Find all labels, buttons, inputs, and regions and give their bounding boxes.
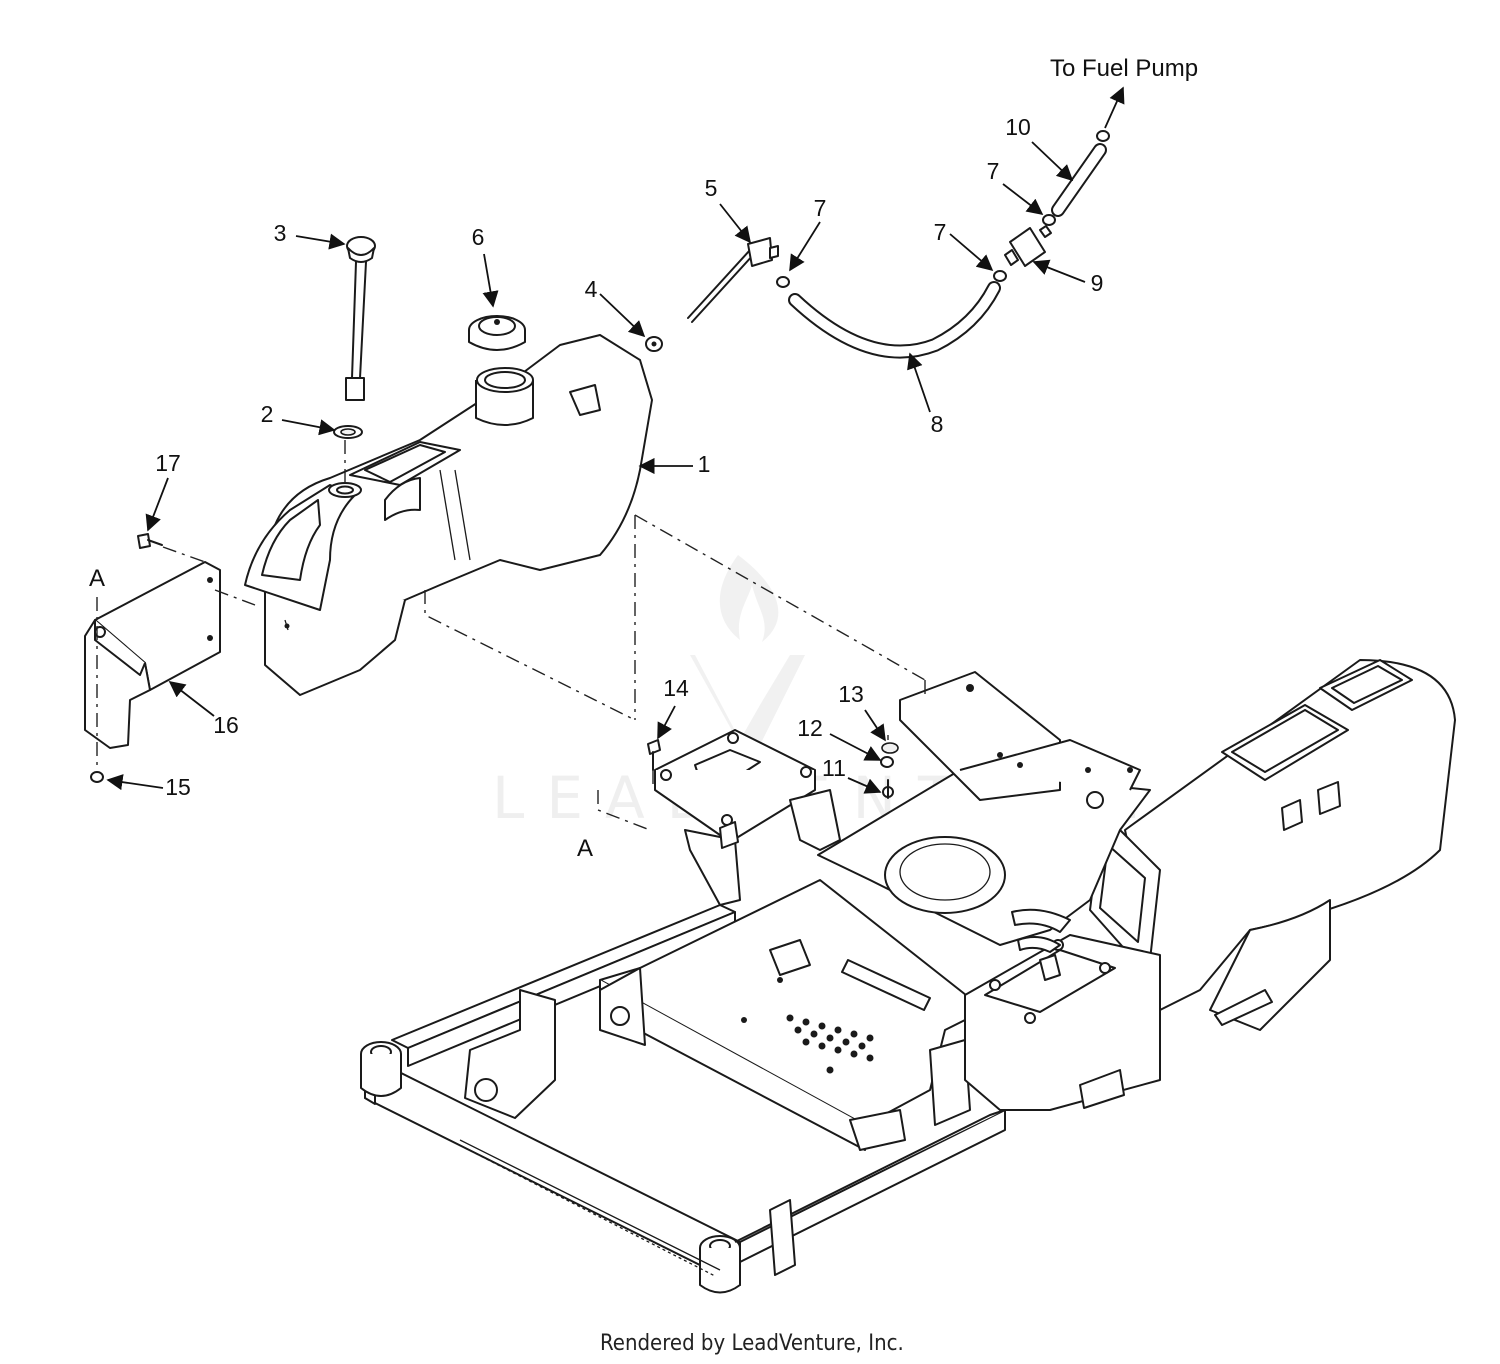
section-marks: AA: [89, 565, 593, 862]
hardware: [90, 533, 899, 799]
fuel-cap: [468, 315, 526, 351]
callout-13: 13: [838, 681, 864, 707]
section-mark-a: A: [89, 565, 105, 592]
deck-hole-pattern: [741, 977, 874, 1074]
mower-frame: [360, 879, 1006, 1294]
washer: [645, 336, 663, 352]
callout-5: 5: [705, 175, 718, 201]
callout-15: 15: [165, 774, 191, 800]
callout-7: 7: [987, 158, 1000, 184]
rendered-by-footer: Rendered by LeadVenture, Inc.: [600, 1331, 904, 1356]
callout-3: 3: [274, 220, 287, 246]
hose-clamps: [776, 130, 1110, 288]
fuel-tank: [244, 334, 653, 696]
grommet: [333, 425, 363, 439]
callout-12: 12: [797, 715, 823, 741]
callout-14: 14: [663, 675, 689, 701]
callout-7: 7: [934, 219, 947, 245]
callout-16: 16: [213, 712, 239, 738]
callout-6: 6: [472, 224, 485, 250]
rear-body-pod: [964, 659, 1456, 1111]
callout-10: 10: [1005, 114, 1031, 140]
callout-4: 4: [585, 276, 598, 302]
fuel-sender: [345, 236, 376, 401]
fuel-pickup: [687, 237, 779, 323]
callout-7: 7: [814, 195, 827, 221]
fuel-hose: [788, 281, 1001, 359]
callout-17: 17: [155, 450, 181, 476]
console-mount-plate: [654, 729, 841, 906]
to-fuel-pump-label: To Fuel Pump: [1050, 55, 1198, 82]
callout-9: 9: [1091, 270, 1104, 296]
section-mark-a: A: [577, 835, 593, 862]
pump-hose: [1051, 143, 1107, 217]
fuel-filter: [1004, 225, 1052, 267]
callout-1: 1: [698, 451, 711, 477]
callout-8: 8: [931, 411, 944, 437]
leader-arrows: [106, 86, 1125, 794]
seat-mount-frame: [817, 671, 1151, 953]
tank-mounting-bracket: [84, 561, 221, 749]
callout-11: 11: [822, 755, 846, 781]
alignment-lines: [96, 440, 926, 831]
callout-2: 2: [261, 401, 274, 427]
